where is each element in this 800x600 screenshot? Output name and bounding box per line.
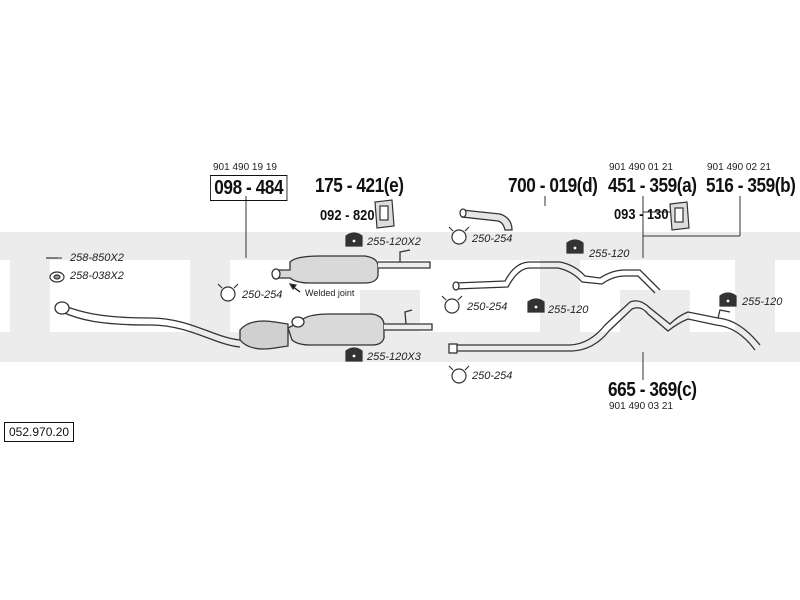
part-number-093-130[interactable]: 093 - 130 [614,206,669,223]
part-number-516-359b[interactable]: 516 - 359(b) [706,175,796,197]
upper-silencer [271,249,431,284]
label-250-254-d-upper: 250-254 [472,233,513,245]
welded-joint-label: Welded joint [305,288,355,298]
pipe-d [459,208,513,231]
part-number-451-359a[interactable]: 451 - 359(a) [608,175,697,197]
part-number-092-820[interactable]: 092 - 820 [320,207,375,224]
oem-number-451-359a: 901 490 01 21 [609,162,673,173]
label-255-120x3: 255-120X3 [367,351,421,363]
part-number-665-369c[interactable]: 665 - 369(c) [608,379,697,401]
label-255-120x2: 255-120X2 [367,236,421,248]
part-number-098-484[interactable]: 098 - 484 [210,175,288,201]
reference-number-box: 052.970.20 [4,422,75,442]
pipe-a [452,261,661,294]
label-250-254-d-bottom: 250-254 [472,370,513,382]
part-number-700-019d[interactable]: 700 - 019(d) [508,175,598,197]
label-255-120-a: 255-120 [589,248,630,260]
label-255-120-a-lower: 255-120 [548,304,589,316]
part-number-175-421e[interactable]: 175 - 421(e) [315,175,404,197]
oem-number-098-484: 901 490 19 19 [213,162,277,173]
oem-number-665-369c: 901 490 03 21 [609,401,673,412]
fittings [46,199,737,384]
oem-number-516-359b: 901 490 02 21 [707,162,771,173]
leader-lines [50,196,741,380]
catalytic-converter [239,320,289,350]
lower-silencer [287,309,433,346]
front-pipe [54,301,241,348]
label-258-850x2: 258-850X2 [70,252,124,264]
label-250-254-main: 250-254 [242,289,283,301]
label-258-038x2: 258-038X2 [70,270,124,282]
label-255-120-b: 255-120 [742,296,783,308]
label-250-254-d-lower: 250-254 [467,301,508,313]
pipe-c [448,300,761,354]
